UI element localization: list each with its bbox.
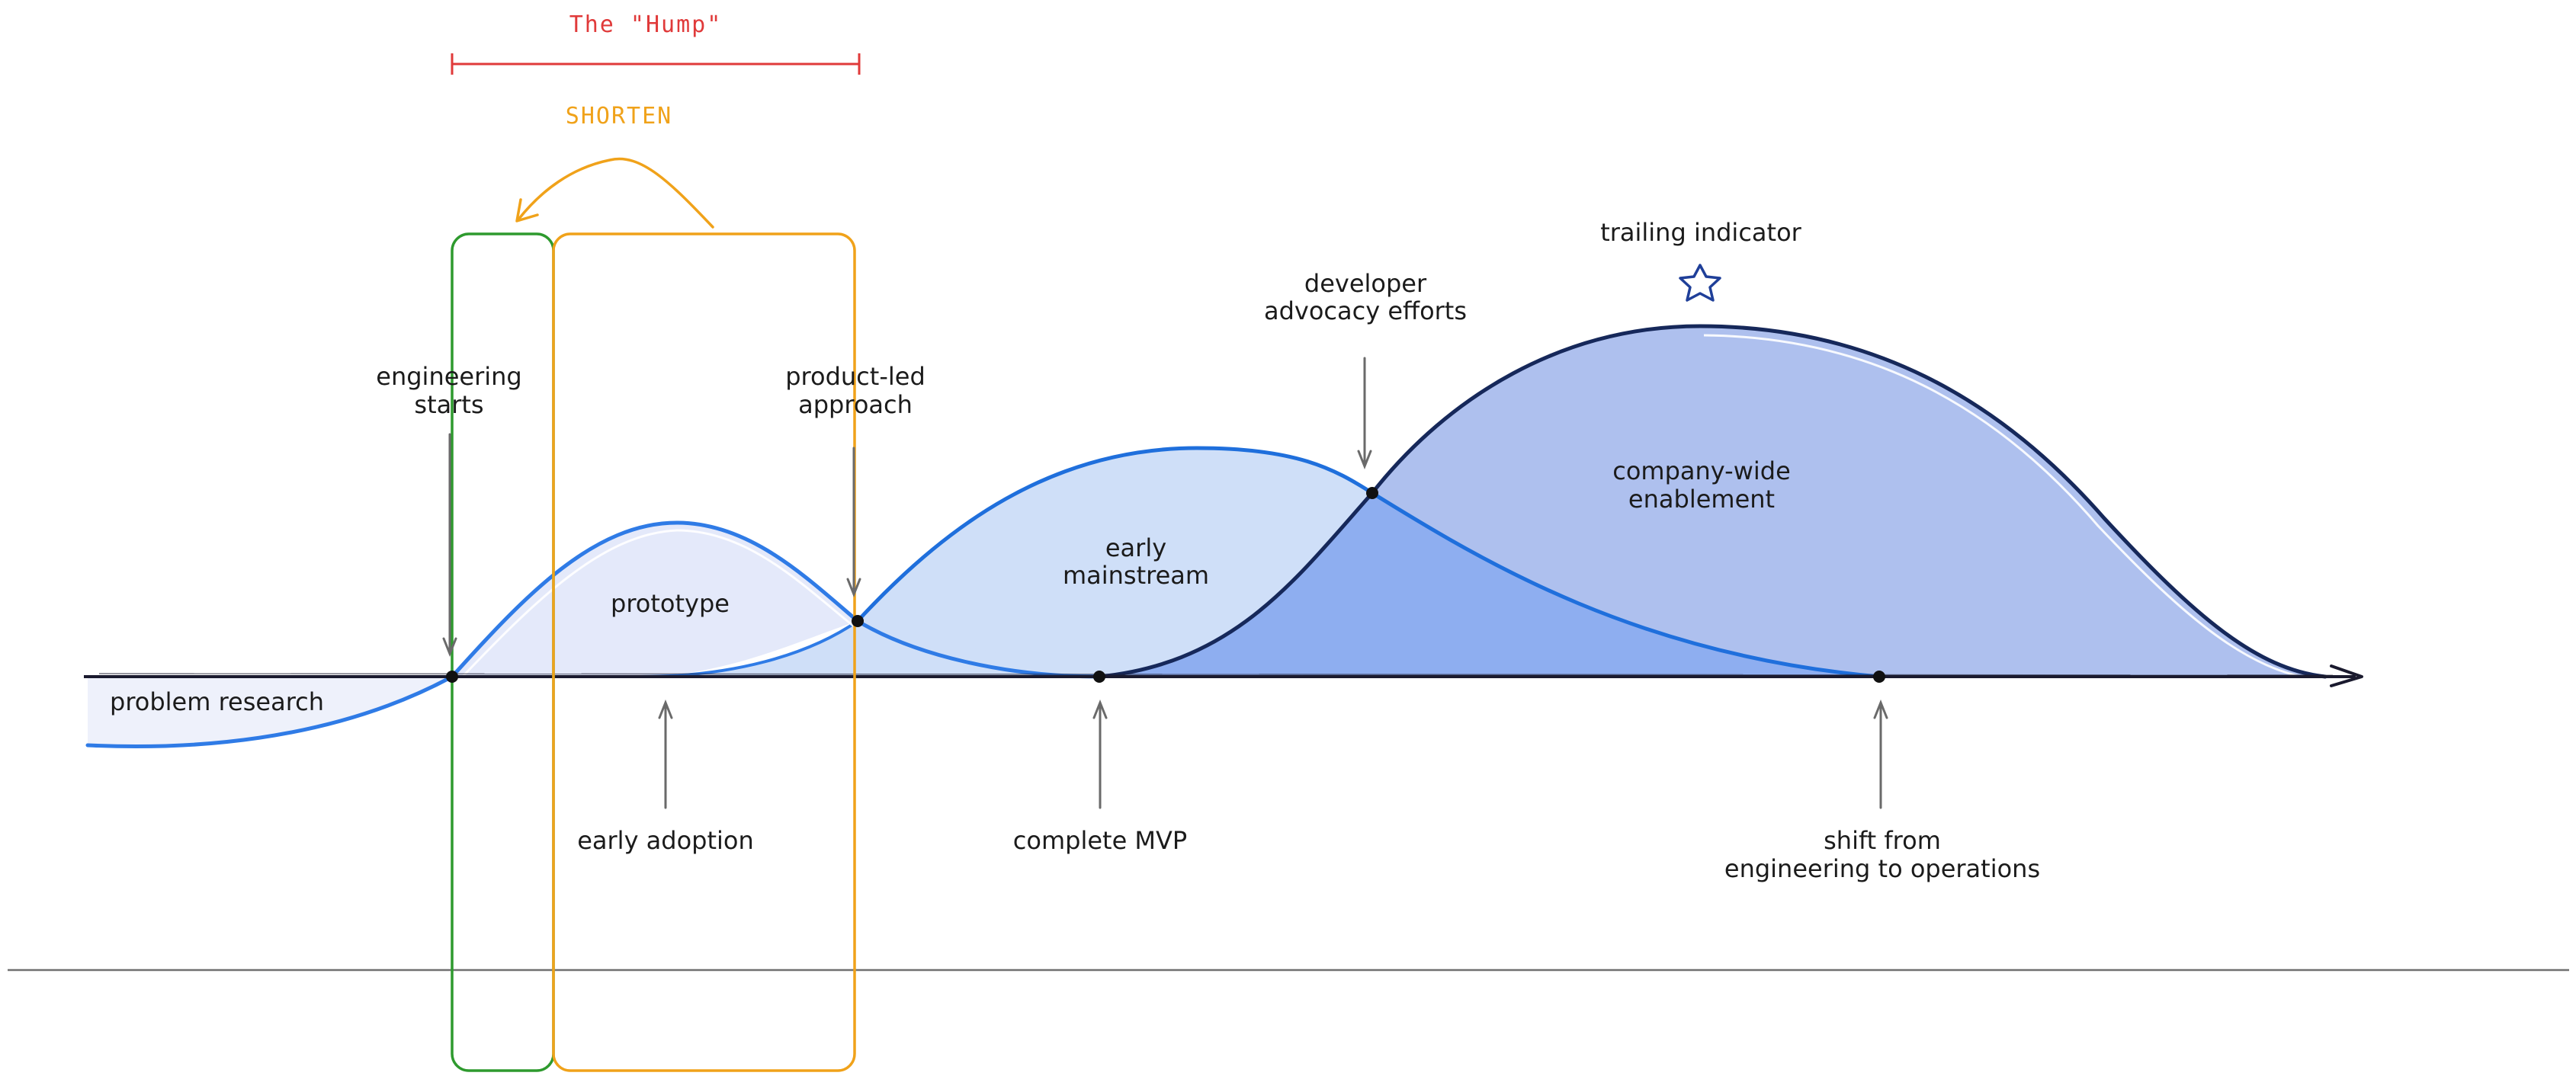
shift-operations-label-line1: shift from bbox=[1824, 826, 1941, 855]
complete-mvp-arrow bbox=[1092, 699, 1108, 809]
early-adoption-label: early adoption bbox=[577, 826, 754, 855]
overlap-region bbox=[1099, 493, 1879, 677]
timeline-axis-sketch bbox=[98, 673, 2334, 676]
problem-research-region bbox=[88, 677, 452, 747]
developer-advocacy-arrow bbox=[1357, 357, 1372, 470]
curve-highlight bbox=[1703, 334, 2318, 681]
prototype-label: prototype bbox=[611, 589, 730, 618]
engineering-starts-label-line1: engineering bbox=[376, 362, 521, 391]
shift-operations-label-line2: engineering to operations bbox=[1724, 854, 2040, 883]
mainstream-region bbox=[640, 448, 1372, 677]
shorten-arrow bbox=[517, 157, 714, 229]
company-wide-curve bbox=[1097, 324, 2327, 679]
prototype-box bbox=[552, 232, 856, 1072]
axis-arrowhead bbox=[2330, 664, 2363, 687]
product-led-label-line1: product-led bbox=[785, 362, 925, 391]
early-mainstream-label-line2: mainstream bbox=[1063, 561, 1209, 590]
shorten-label: SHORTEN bbox=[566, 103, 672, 130]
milestone-dot-shift bbox=[1873, 671, 1885, 683]
hump-title: The "Hump" bbox=[569, 11, 723, 38]
product-led-arrow bbox=[846, 447, 861, 598]
shift-operations-arrow bbox=[1873, 699, 1888, 809]
developer-advocacy-label-line2: advocacy efforts bbox=[1264, 296, 1467, 325]
early-adoption-arrow bbox=[658, 699, 673, 809]
company-wide-label-line2: enablement bbox=[1628, 485, 1775, 514]
trailing-indicator-label: trailing indicator bbox=[1600, 218, 1801, 247]
complete-mvp-label: complete MVP bbox=[1013, 826, 1187, 855]
mainstream-curve bbox=[855, 446, 1881, 679]
shorten-arrowhead bbox=[515, 198, 539, 223]
mainstream-tail-region bbox=[858, 621, 1099, 677]
star-icon bbox=[1679, 264, 1721, 302]
developer-advocacy-label-line1: developer bbox=[1304, 269, 1427, 298]
problem-research-label: problem research bbox=[110, 687, 324, 716]
engineering-starts-label-line2: starts bbox=[414, 390, 483, 419]
milestone-dot-mvp bbox=[1093, 671, 1105, 683]
milestone-dot-product-led bbox=[852, 615, 864, 627]
product-led-label-line2: approach bbox=[798, 390, 913, 419]
curve-highlight bbox=[456, 529, 855, 684]
company-wide-label-line1: company-wide bbox=[1612, 456, 1791, 485]
milestone-dot-engineering bbox=[446, 671, 458, 683]
problem-prototype-curve bbox=[85, 520, 1102, 749]
milestone-dot-advocacy bbox=[1366, 487, 1378, 499]
early-mainstream-label-line1: early bbox=[1105, 533, 1166, 562]
engineering-starts-arrow bbox=[442, 433, 457, 658]
